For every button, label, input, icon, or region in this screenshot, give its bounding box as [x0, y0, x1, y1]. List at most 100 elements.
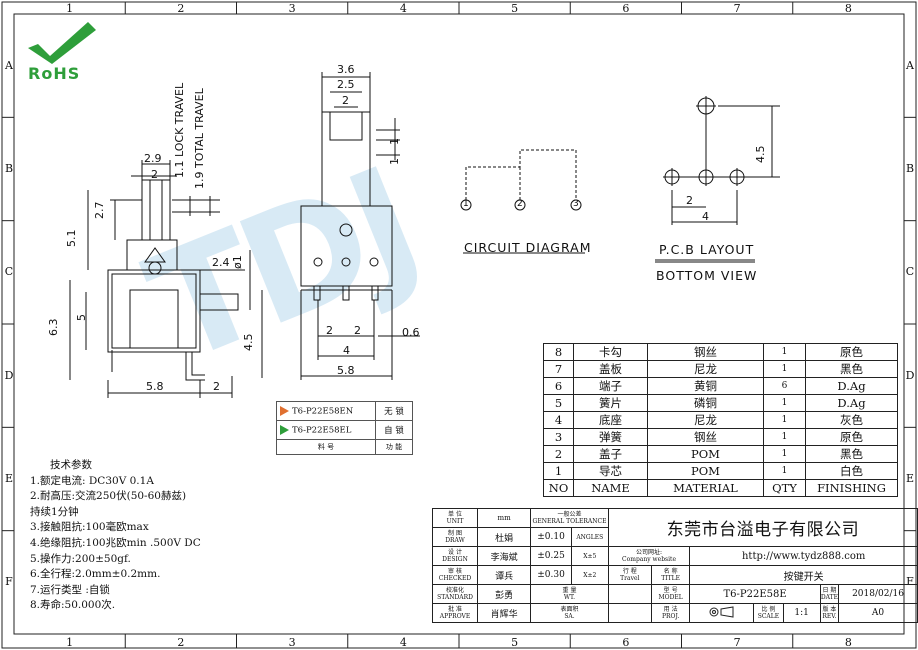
bom-cell-material: 尼龙 [647, 360, 764, 378]
bom-cell-finishing: 灰色 [805, 411, 898, 429]
approve-value: 肖辉华 [476, 603, 532, 623]
design-value: 李海斌 [476, 546, 532, 566]
bom-cell-no: 6 [543, 377, 574, 395]
zone-row-label: D [4, 368, 14, 382]
legend-header: 料 号 功 能 [276, 439, 413, 455]
bom-cell-no: 7 [543, 360, 574, 378]
dim-side-4-5: 4.5 [242, 333, 255, 352]
rev-value: A0 [838, 603, 918, 623]
projection-symbol-icon [689, 603, 755, 623]
bom-cell-name: 盖板 [573, 360, 648, 378]
dim-front-3-6: 3.6 [337, 63, 355, 76]
rohs-logo-text: RoHS [28, 64, 81, 83]
total-travel-label: 1.9 TOTAL TRAVEL [193, 88, 206, 189]
arrow-icon [280, 424, 289, 435]
bom-cell-qty: 1 [763, 445, 806, 463]
zone-column-label: 3 [288, 2, 296, 15]
zone-column-label: 4 [399, 636, 407, 649]
spec-line: 3.接触阻抗:100毫欧max [30, 521, 149, 534]
bom-header-finishing: FINISHING [805, 479, 898, 497]
dim-front-2c: 2 [326, 324, 333, 337]
bom-header-qty: QTY [763, 479, 806, 497]
bom-cell-finishing: D.Ag [805, 394, 898, 412]
bom-cell-finishing: 黑色 [805, 445, 898, 463]
bom-cell-no: 2 [543, 445, 574, 463]
legend-code: T6-P22E58EN [292, 406, 354, 417]
dim-pcb-2: 2 [686, 194, 693, 207]
unit-value: mm [476, 508, 532, 528]
model-value: T6-P22E58E [689, 584, 821, 604]
bom-cell-no: 4 [543, 411, 574, 429]
projection-icon [709, 605, 734, 618]
legend-desc: 自 锁 [375, 420, 413, 440]
arrow-icon [280, 405, 289, 416]
pin-2-label: 2 [517, 199, 523, 209]
bom-cell-material: POM [647, 462, 764, 480]
legend-header-desc: 功 能 [375, 439, 413, 455]
dim-pcb-4-5: 4.5 [754, 145, 767, 164]
spec-line: 4.绝缘阻抗:100兆欧min .500V DC [30, 536, 201, 549]
bom-cell-name: 盖子 [573, 445, 648, 463]
zone-row-label: C [4, 265, 14, 279]
dim-front-5-8: 5.8 [337, 364, 355, 377]
tol-1-angle: ANGLES [570, 527, 609, 547]
dim-side-2-4: 2.4 [212, 256, 230, 269]
bom-cell-name: 弹簧 [573, 428, 648, 446]
tol-3-angle: X±2 [570, 565, 609, 585]
lock-travel-label: 1.1 LOCK TRAVEL [173, 82, 186, 178]
bom-cell-material: 黄铜 [647, 377, 764, 395]
bom-cell-qty: 1 [763, 428, 806, 446]
zone-row-label: E [905, 472, 915, 485]
technical-specs: 技术参数 1.额定电流: DC30V 0.1A 2.耐高压:交流250伏(50-… [30, 458, 201, 614]
dim-side-5-1: 5.1 [65, 229, 78, 248]
dim-side-2b: 2 [213, 380, 220, 393]
bom-cell-material: 钢丝 [647, 428, 764, 446]
dim-pcb-4: 4 [702, 210, 709, 223]
specs-title: 技术参数 [50, 459, 92, 471]
dim-front-2-5: 2.5 [337, 78, 355, 91]
dim-side-2-7: 2.7 [93, 201, 106, 220]
zone-row-label: B [4, 162, 14, 175]
dim-side-2a: 2 [151, 168, 158, 181]
tol-1: ±0.10 [530, 527, 572, 547]
dim-front-1a: 1 [388, 138, 401, 145]
spec-line: 7.运行类型 :自锁 [30, 583, 110, 596]
zone-column-label: 1 [66, 2, 74, 15]
website-label: 公司网址:Company website [607, 546, 691, 566]
zone-column-label: 7 [733, 2, 741, 15]
bom-header-name: NAME [573, 479, 648, 497]
part-number-legend: T6-P22E58EN 无 锁 T6-P22E58EL 自 锁 料 号 功 能 [276, 401, 413, 455]
zone-column-label: 1 [66, 636, 74, 649]
bom-cell-no: 1 [543, 462, 574, 480]
zone-column-label: 2 [177, 2, 185, 15]
bom-cell-name: 端子 [573, 377, 648, 395]
standard-value: 彭勇 [476, 584, 532, 604]
bom-cell-qty: 1 [763, 411, 806, 429]
spec-line: 5.操作力:200±50gf. [30, 552, 131, 565]
bom-cell-qty: 6 [763, 377, 806, 395]
bom-cell-no: 3 [543, 428, 574, 446]
bom-cell-name: 卡勾 [573, 343, 648, 361]
bom-cell-qty: 1 [763, 343, 806, 361]
bom-cell-finishing: 黑色 [805, 360, 898, 378]
